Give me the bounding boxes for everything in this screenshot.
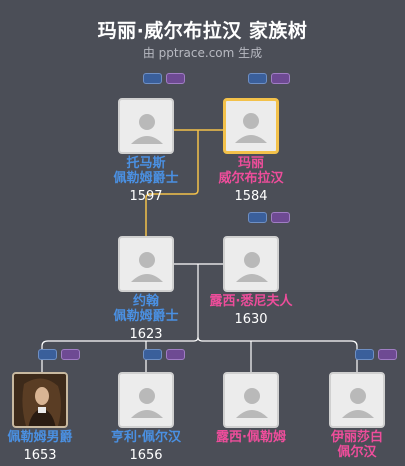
father-tag-icon[interactable] <box>355 349 374 360</box>
year-baron: 1653 <box>23 448 57 463</box>
name-henry[interactable]: 亨利·佩尔汉 <box>111 430 181 445</box>
avatar-henry[interactable] <box>118 372 174 428</box>
avatar-thomas[interactable] <box>118 98 174 154</box>
avatar-lucy-sidney[interactable] <box>223 236 279 292</box>
page-subtitle: 由 pptrace.com 生成 <box>142 46 263 60</box>
person-silhouette-icon <box>235 113 267 143</box>
avatar-john[interactable] <box>118 236 174 292</box>
year-henry: 1656 <box>129 448 163 463</box>
father-tag-icon[interactable] <box>248 73 267 84</box>
name-elizabeth[interactable]: 伊丽莎白 佩尔汉 <box>330 430 383 460</box>
mother-tag-icon[interactable] <box>166 73 185 84</box>
father-tag-icon[interactable] <box>248 212 267 223</box>
person-silhouette-icon <box>131 114 163 144</box>
portrait-icon <box>14 374 66 426</box>
avatar-elizabeth[interactable] <box>329 372 385 428</box>
year-john: 1623 <box>129 327 163 342</box>
person-silhouette-icon <box>342 388 374 418</box>
father-tag-icon[interactable] <box>143 349 162 360</box>
mother-tag-icon[interactable] <box>378 349 397 360</box>
name-lucy-sidney[interactable]: 露西·悉尼夫人 <box>209 294 293 309</box>
mother-tag-icon[interactable] <box>271 73 290 84</box>
person-silhouette-icon <box>236 388 268 418</box>
avatar-baron-portrait[interactable] <box>12 372 68 428</box>
person-silhouette-icon <box>131 252 163 282</box>
name-john[interactable]: 约翰 佩勒姆爵士 <box>113 294 179 324</box>
father-tag-icon[interactable] <box>38 349 57 360</box>
year-mary: 1584 <box>234 189 268 204</box>
page-title: 玛丽·威尔布拉汉 家族树 <box>97 20 308 42</box>
mother-tag-icon[interactable] <box>166 349 185 360</box>
name-lucy-pelham[interactable]: 露西·佩勒姆 <box>216 430 286 445</box>
year-thomas: 1597 <box>129 189 163 204</box>
mother-tag-icon[interactable] <box>61 349 80 360</box>
father-tag-icon[interactable] <box>143 73 162 84</box>
year-lucy-sidney: 1630 <box>234 312 268 327</box>
person-silhouette-icon <box>236 252 268 282</box>
name-thomas[interactable]: 托马斯 佩勒姆爵士 <box>113 156 179 186</box>
avatar-mary[interactable] <box>223 98 279 154</box>
person-silhouette-icon <box>131 388 163 418</box>
avatar-lucy-pelham[interactable] <box>223 372 279 428</box>
name-mary[interactable]: 玛丽 威尔布拉汉 <box>218 156 284 186</box>
name-baron[interactable]: 佩勒姆男爵 <box>7 430 73 445</box>
mother-tag-icon[interactable] <box>271 212 290 223</box>
